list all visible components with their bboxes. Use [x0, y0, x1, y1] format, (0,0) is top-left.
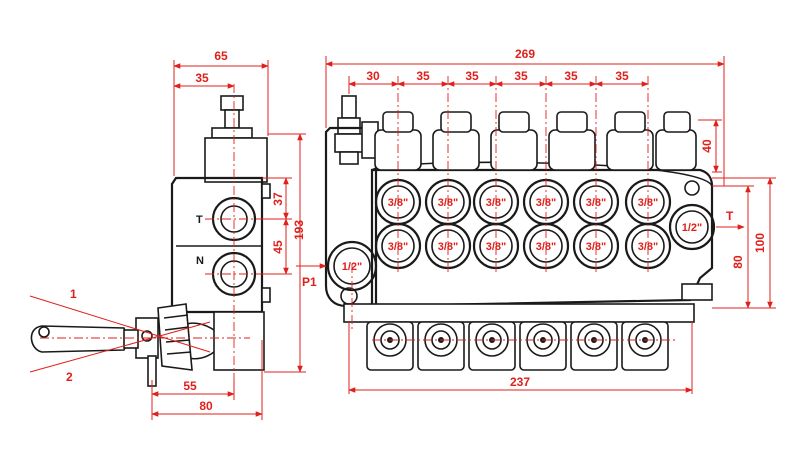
- dim-front-80-label: 80: [731, 255, 745, 269]
- side-port-n-label: N: [196, 255, 204, 267]
- section-cap-top: [556, 111, 588, 133]
- dim-front-pitch-4-label: 35: [564, 69, 578, 83]
- outlet-port-outer: [668, 203, 716, 251]
- side-handle-ferrule: [123, 329, 139, 349]
- end-cap-top: [663, 111, 691, 133]
- relief-valve-stem: [341, 95, 357, 119]
- dim-front-30-label: 30: [366, 69, 380, 83]
- section-cap: [490, 129, 538, 171]
- section-cap: [548, 129, 596, 171]
- side-body: [170, 176, 264, 314]
- section-caps: [374, 111, 697, 171]
- side-view: T N 1 2 65 35: [29, 49, 306, 420]
- label-t: T: [726, 209, 734, 223]
- side-plug-1: [261, 183, 271, 199]
- front-view: 3/8" 3/8" 3/8" 3/8" 3/8" 3/8" 3/8" 3/8": [296, 47, 776, 394]
- dim-side-65-label: 65: [214, 49, 228, 63]
- side-spool-housing: [213, 311, 265, 371]
- dim-front-pitch-3-label: 35: [514, 69, 528, 83]
- spool-end: [468, 321, 516, 371]
- outlet-port-label: 1/2": [682, 222, 703, 234]
- relief-valve-base: [339, 151, 359, 165]
- outlet-port-inner: [675, 210, 709, 244]
- section-cap-top: [440, 111, 472, 133]
- section-cap: [432, 129, 480, 171]
- dim-side-35-label: 35: [195, 71, 209, 85]
- dim-front-pitch-1-label: 35: [416, 69, 430, 83]
- dim-front-100-label: 100: [753, 233, 767, 253]
- side-port-t-label: T: [196, 214, 203, 226]
- dim-side-55-label: 55: [183, 379, 197, 393]
- dim-side-37-label: 37: [271, 192, 285, 206]
- side-handle-hole: [38, 326, 50, 338]
- side-top-nut: [220, 95, 244, 111]
- relief-valve-body: [334, 133, 364, 153]
- lever-throw-line-1: [29, 295, 211, 353]
- lever-pos-1-label: 1: [70, 287, 77, 301]
- spool-end: [417, 321, 465, 371]
- section-cap-top: [614, 111, 646, 133]
- outlet-stud: [681, 283, 713, 301]
- dim-front-pitch-5-label: 35: [615, 69, 629, 83]
- section-cap: [606, 129, 654, 171]
- section-cap-top: [498, 111, 530, 133]
- lever-pos-2-label: 2: [66, 370, 73, 384]
- side-rubber-boot: [157, 303, 193, 371]
- side-cap: [204, 137, 268, 183]
- dim-front-pitch-2-label: 35: [465, 69, 479, 83]
- side-top-collar: [211, 127, 253, 139]
- end-cap: [655, 129, 697, 171]
- dim-front-40-label: 40: [700, 139, 714, 153]
- spool-end: [570, 321, 618, 371]
- dim-side-193-label: 193: [292, 220, 306, 240]
- lever-throw-line-2: [29, 321, 211, 373]
- spool-ends: [366, 321, 669, 371]
- relief-valve-nut: [337, 117, 361, 135]
- side-plug-2: [261, 287, 271, 303]
- dim-side-80-label: 80: [199, 399, 213, 413]
- dim-front-237-label: 237: [510, 375, 530, 389]
- side-top-stem: [224, 109, 240, 129]
- bottom-plate: [343, 303, 695, 323]
- spool-end: [519, 321, 567, 371]
- spool-end: [621, 321, 669, 371]
- dim-side-45-label: 45: [271, 240, 285, 254]
- spool-end: [366, 321, 414, 371]
- work-ports: 3/8" 3/8" 3/8" 3/8" 3/8" 3/8" 3/8" 3/8": [374, 178, 672, 270]
- mount-hole-right: [684, 180, 700, 196]
- dim-front-269-label: 269: [515, 47, 535, 61]
- label-p1: P1: [302, 275, 317, 289]
